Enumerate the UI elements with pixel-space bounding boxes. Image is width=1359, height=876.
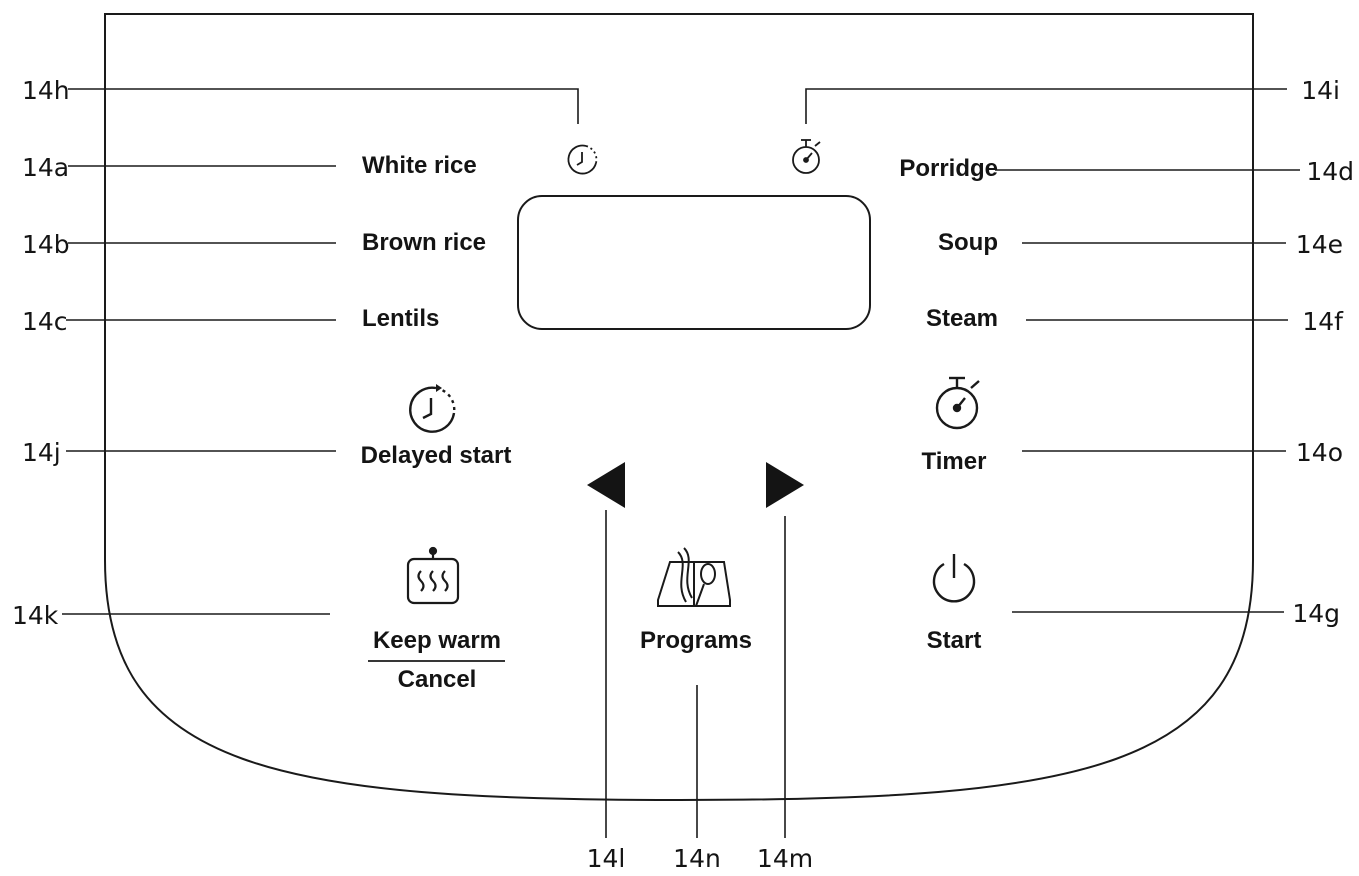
delay-clock-icon: [567, 144, 598, 175]
program-brown-rice[interactable]: Brown rice: [362, 229, 487, 256]
panel-outline: [104, 13, 1254, 802]
cancel-button[interactable]: Cancel: [397, 666, 477, 693]
callout-14d: 14d: [1306, 157, 1354, 186]
arrow-right-icon: [766, 462, 804, 508]
programs-button[interactable]: Programs: [639, 627, 753, 654]
callout-14e: 14e: [1295, 230, 1343, 259]
callout-14g: 14g: [1292, 599, 1340, 628]
program-steam[interactable]: Steam: [925, 305, 998, 332]
program-soup[interactable]: Soup: [938, 229, 998, 256]
program-white-rice[interactable]: White rice: [362, 152, 477, 179]
callout-14b: 14b: [22, 230, 70, 259]
callout-14o: 14o: [1295, 438, 1343, 467]
callout-14k: 14k: [12, 601, 59, 630]
display-window: [517, 195, 871, 330]
leader-lines: [62, 88, 1300, 838]
stopwatch-icon: [792, 139, 821, 174]
arrow-left-icon: [587, 462, 625, 508]
timer-button[interactable]: Timer: [921, 448, 987, 475]
pot-steam-icon: [406, 546, 460, 605]
callout-14a: 14a: [22, 153, 70, 182]
callout-14l: 14l: [586, 844, 626, 873]
callout-14h: 14h: [22, 76, 70, 105]
recipe-book-icon: [657, 547, 731, 607]
leader-14h: [68, 88, 579, 124]
start-button[interactable]: Start: [926, 627, 982, 654]
program-porridge[interactable]: Porridge: [899, 155, 998, 182]
delay-clock-icon-large: [409, 384, 456, 433]
callout-14n: 14n: [673, 844, 721, 873]
callout-14c: 14c: [22, 307, 68, 336]
delayed-start-button[interactable]: Delayed start: [360, 442, 512, 469]
program-lentils[interactable]: Lentils: [362, 305, 440, 332]
power-icon: [932, 554, 976, 603]
callout-14j: 14j: [22, 438, 61, 467]
callout-14i: 14i: [1301, 76, 1340, 105]
leader-14i: [805, 88, 1287, 124]
keep-warm-button[interactable]: Keep warm: [372, 627, 502, 654]
callout-14m: 14m: [756, 844, 814, 873]
callout-14f: 14f: [1302, 307, 1343, 336]
stopwatch-icon-large: [935, 376, 980, 430]
